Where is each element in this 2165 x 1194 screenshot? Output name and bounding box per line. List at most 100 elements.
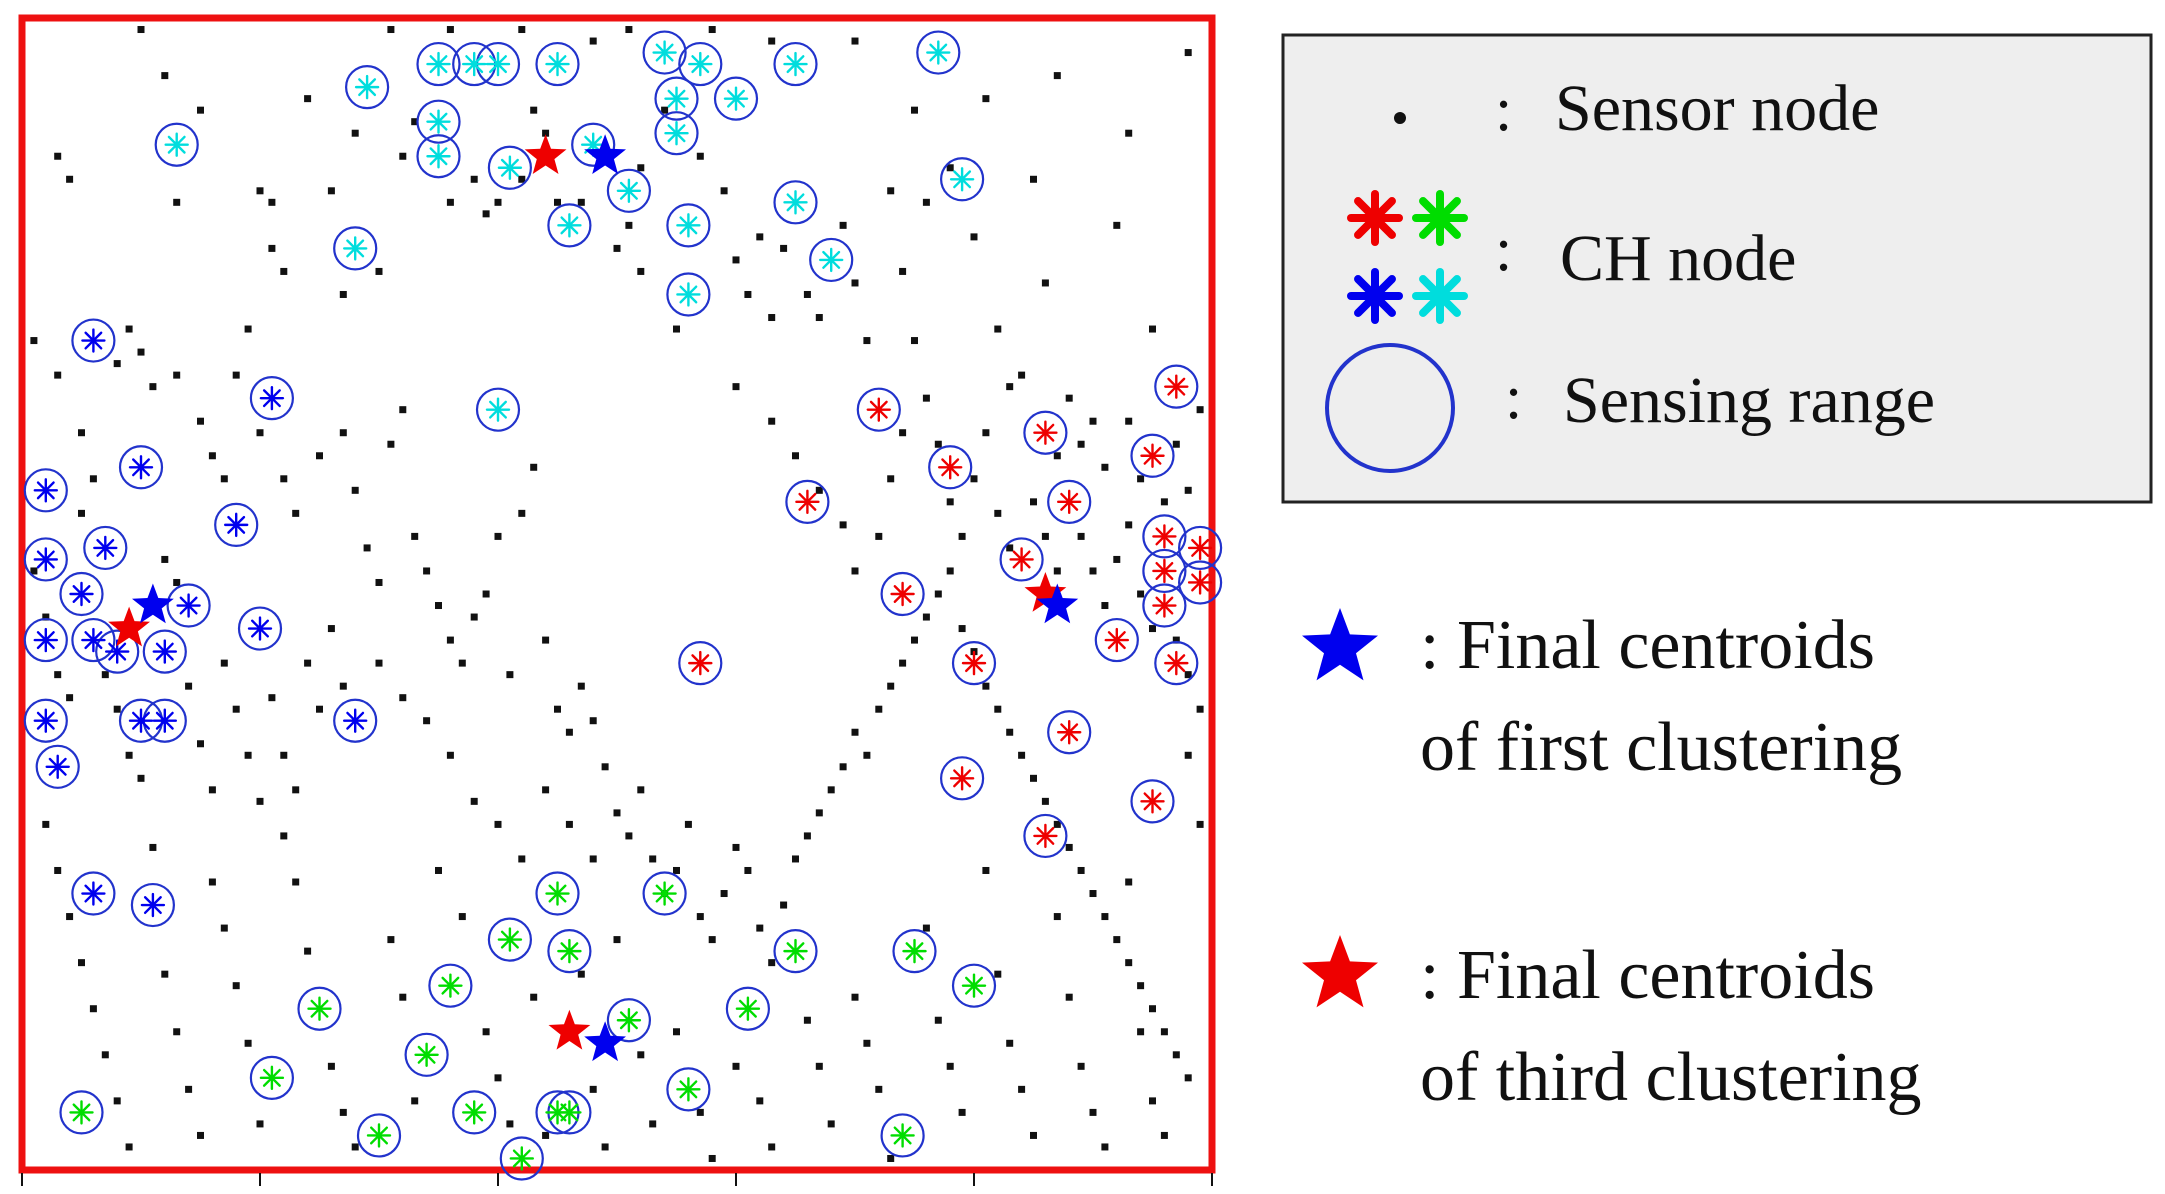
sensor-node [1101, 1143, 1109, 1151]
sensing-range-circle [535, 41, 580, 87]
ch-node-blue [33, 627, 58, 653]
sensor-node [149, 843, 157, 851]
sensing-range-circle [654, 111, 699, 156]
sensor-node [42, 820, 50, 828]
sensor-node [256, 429, 264, 437]
ch-node-red [961, 650, 987, 676]
sensor-node-icon [1394, 112, 1406, 124]
sensor-node [423, 717, 431, 725]
sensing-range-circle [1023, 813, 1068, 859]
legend-colon-2: : [1495, 216, 1512, 284]
sensing-range-circle [1047, 479, 1092, 524]
ch-node-green [652, 881, 677, 906]
ch-node-blue [247, 616, 273, 641]
ch-node-blue [128, 455, 154, 480]
legend-cyan-asterisk [1412, 268, 1468, 324]
sensor-node [827, 1120, 835, 1128]
sensor-node [89, 475, 97, 483]
sensor-node [280, 267, 288, 275]
sensor-node [934, 590, 942, 598]
ch-node-cyan [354, 74, 380, 100]
ch-node-blue [128, 708, 154, 733]
ch-node-red [1140, 789, 1165, 814]
sensor-node [911, 337, 918, 345]
sensing-range-circle [678, 641, 723, 686]
sensor-node [530, 463, 538, 471]
sensor-node [1125, 417, 1133, 425]
sensing-range-circle [249, 1055, 294, 1100]
sensor-node [494, 198, 502, 206]
sensor-node [803, 832, 811, 840]
legend-colon-3: : [1505, 364, 1522, 432]
sensor-node [506, 671, 514, 679]
sensor-node [982, 429, 990, 437]
sensor-node [1125, 521, 1133, 529]
sensor-node [589, 717, 597, 725]
sensor-node [1137, 982, 1145, 990]
legend-blue-asterisk [1347, 268, 1403, 324]
sensing-range-circle [939, 756, 985, 801]
ch-node-red [866, 397, 891, 422]
sensor-node [30, 567, 38, 575]
sensing-range-circle [59, 571, 104, 617]
centroid-first [132, 583, 174, 624]
sensor-node [399, 406, 407, 414]
sensor-node [958, 625, 966, 633]
sensor-node [887, 682, 895, 690]
sensor-node [673, 1028, 680, 1036]
sensor-node [482, 590, 490, 598]
sensing-range-circle [880, 571, 925, 617]
ch-node-cyan [664, 120, 689, 146]
legend-sensor-label: Sensor node [1555, 72, 1879, 145]
sensing-range-circle [773, 929, 818, 974]
sensor-node [327, 1062, 335, 1070]
sensing-range-circle [1130, 779, 1175, 824]
ch-node-red [1187, 570, 1213, 595]
sensing-range-circle [892, 929, 937, 974]
sensor-node [780, 901, 788, 909]
sensor-node [613, 244, 621, 252]
sensor-node [815, 1062, 823, 1070]
sensing-range-circle [666, 1067, 711, 1112]
sensing-range-circle [547, 929, 592, 974]
ch-node-green [557, 1100, 582, 1125]
sensor-node [316, 452, 323, 460]
sensing-range-circle [333, 226, 378, 271]
sensor-node [565, 728, 573, 736]
sensor-node [863, 751, 871, 759]
sensor-node [125, 325, 133, 333]
sensing-range-circle [939, 157, 985, 202]
sensing-range-circle [856, 387, 901, 432]
sensor-node [375, 267, 383, 275]
sensor-node [1089, 1108, 1097, 1116]
sensor-node [387, 440, 395, 448]
sensor-node [446, 198, 454, 206]
sensing-range-circle [428, 963, 473, 1008]
sensor-node [970, 233, 978, 241]
sensor-node [470, 797, 478, 805]
sensing-range-circle [1142, 514, 1187, 559]
sensing-range-circle [297, 986, 342, 1031]
sensing-range-circle [475, 387, 521, 432]
ch-node-cyan [652, 40, 677, 65]
sensor-node [256, 187, 264, 195]
legend-red-asterisk [1347, 190, 1403, 246]
sensor-node [1113, 555, 1121, 563]
sensor-node [494, 532, 502, 540]
sensing-ranges [23, 30, 1223, 1181]
sensor-node [482, 1028, 490, 1036]
sensor-node [863, 337, 871, 345]
ch-node-green [438, 973, 463, 998]
sensing-range-circle [606, 998, 652, 1043]
sensor-node [1149, 1097, 1156, 1105]
ch-node-green [307, 996, 332, 1021]
sensor-node [1137, 1028, 1145, 1036]
sensor-node [1184, 49, 1192, 57]
sensor-node [375, 659, 383, 667]
sensor-node [339, 429, 347, 437]
ch-node-cyan [426, 109, 451, 134]
sensor-node [613, 809, 621, 817]
sensing-range-circle [487, 145, 532, 190]
sensor-node [1137, 590, 1145, 598]
centroid-third [548, 1009, 591, 1050]
